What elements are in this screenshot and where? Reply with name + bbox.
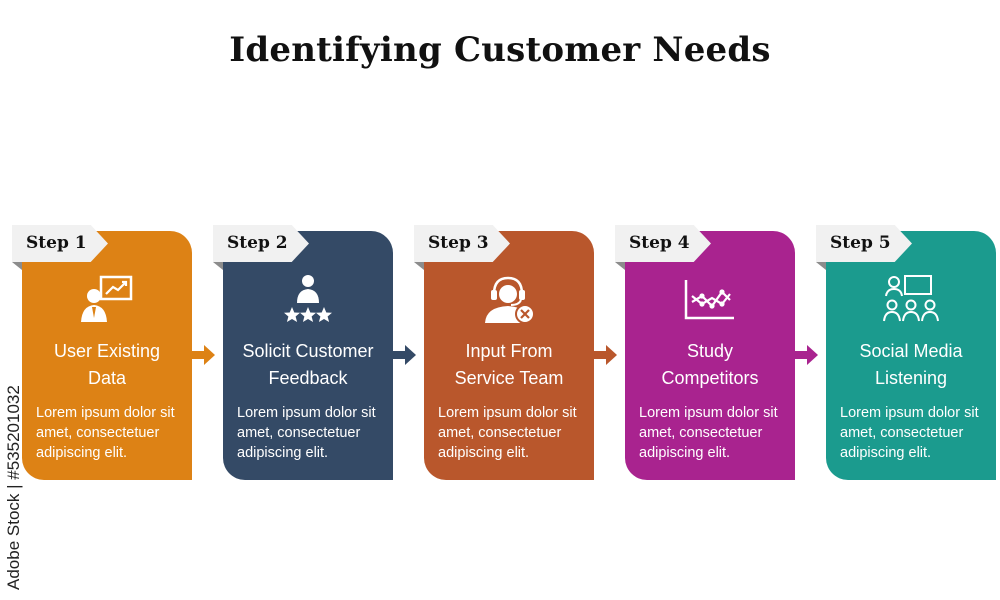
step-1-title-line-1: User Existing (53, 341, 161, 361)
step-1-desc-line-2: amet, consectetuer (36, 425, 160, 441)
step-3-tab: Step 3 (414, 225, 510, 262)
step-4-tab: Step 4 (615, 225, 711, 262)
step-3-desc-line-1: Lorem ipsum dolor sit (438, 405, 577, 421)
step-4-description: Lorem ipsum dolor sit amet, consectetuer… (639, 403, 789, 463)
step-1-tab-fold (12, 262, 22, 270)
step-1-desc-line-1: Lorem ipsum dolor sit (36, 405, 175, 421)
step-5-title-line-1: Social Media (859, 341, 963, 361)
presenter-chart-icon (81, 275, 133, 322)
step-5-card (826, 231, 996, 480)
user-rating-icon (284, 275, 332, 322)
step-2-desc-line-3: adipiscing elit. (237, 445, 329, 461)
step-3-label: Step 3 (428, 233, 489, 253)
step-5-description: Lorem ipsum dolor sit amet, consectetuer… (840, 403, 990, 463)
arrow-right-icon (594, 345, 617, 365)
step-5-tab: Step 5 (816, 225, 912, 262)
arrow-right-icon (393, 345, 416, 365)
step-4-card (625, 231, 795, 480)
step-3-desc-line-3: adipiscing elit. (438, 445, 530, 461)
step-2-title: Solicit Customer Feedback (223, 338, 393, 392)
step-2-desc-line-1: Lorem ipsum dolor sit (237, 405, 376, 421)
step-4-tab-fold (615, 262, 625, 270)
step-5-desc-line-1: Lorem ipsum dolor sit (840, 405, 979, 421)
group-listening-icon (883, 275, 939, 322)
step-1-title: User Existing Data (22, 338, 192, 392)
page-title: Identifying Customer Needs (229, 30, 771, 70)
step-2-desc-line-2: amet, consectetuer (237, 425, 361, 441)
step-1-description: Lorem ipsum dolor sit amet, consectetuer… (36, 403, 186, 463)
step-4-desc-line-3: adipiscing elit. (639, 445, 731, 461)
step-2-title-line-1: Solicit Customer (242, 341, 374, 361)
step-5-title-line-2: Listening (874, 368, 948, 388)
step-3-title-line-2: Service Team (454, 368, 564, 388)
step-2-tab: Step 2 (213, 225, 309, 262)
step-3-description: Lorem ipsum dolor sit amet, consectetuer… (438, 403, 588, 463)
arrow-right-icon (192, 345, 215, 365)
step-5-label: Step 5 (830, 233, 891, 253)
step-2-title-line-2: Feedback (268, 368, 348, 388)
step-2-card (223, 231, 393, 480)
step-4-title: Study Competitors (625, 338, 795, 392)
step-4-desc-line-2: amet, consectetuer (639, 425, 763, 441)
step-1-tab: Step 1 (12, 225, 108, 262)
step-3-title-line-1: Input From (465, 341, 553, 361)
step-2-description: Lorem ipsum dolor sit amet, consectetuer… (237, 403, 387, 463)
step-3-desc-line-2: amet, consectetuer (438, 425, 562, 441)
step-2-label: Step 2 (227, 233, 288, 253)
step-3-card (424, 231, 594, 480)
step-5-tab-fold (816, 262, 826, 270)
step-3-title: Input From Service Team (424, 338, 594, 392)
step-4-label: Step 4 (629, 233, 690, 253)
step-5-desc-line-3: adipiscing elit. (840, 445, 932, 461)
step-5-desc-line-2: amet, consectetuer (840, 425, 964, 441)
step-1-card (22, 231, 192, 480)
support-agent-icon (485, 276, 535, 324)
step-1-title-line-2: Data (87, 368, 127, 388)
step-5-title: Social Media Listening (826, 338, 996, 392)
step-4-title-line-1: Study (686, 341, 734, 361)
step-1-label: Step 1 (26, 233, 87, 253)
arrow-right-icon (795, 345, 818, 365)
step-4-desc-line-1: Lorem ipsum dolor sit (639, 405, 778, 421)
step-1-desc-line-3: adipiscing elit. (36, 445, 128, 461)
step-4-title-line-2: Competitors (661, 368, 759, 388)
step-2-tab-fold (213, 262, 223, 270)
line-graph-icon (684, 280, 734, 320)
step-3-tab-fold (414, 262, 424, 270)
